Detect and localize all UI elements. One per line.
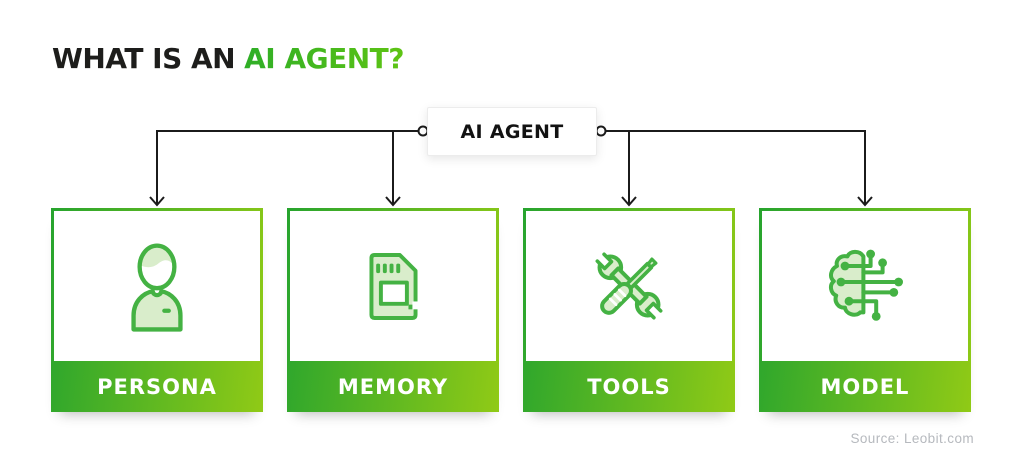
connector-right [606, 130, 866, 204]
brain-circuit-icon [828, 249, 903, 321]
ai-agent-label: AI AGENT [460, 120, 564, 143]
card-persona-body [54, 211, 260, 361]
screwdriver [600, 257, 658, 315]
arrowhead-tools [621, 196, 637, 207]
card-model: MODEL [759, 208, 971, 412]
arrowhead-persona [149, 196, 165, 207]
connector-dot-right [595, 125, 607, 137]
card-model-label: MODEL [820, 374, 910, 399]
title-highlight: AI AGENT? [244, 42, 404, 75]
person-icon [131, 243, 183, 332]
card-memory: MEMORY [287, 208, 499, 412]
card-persona: PERSONA [51, 208, 263, 412]
card-persona-label: PERSONA [97, 374, 217, 399]
arrowhead-memory [385, 196, 401, 207]
connector-left [156, 130, 418, 204]
card-model-body [762, 211, 968, 361]
ai-agent-node: AI AGENT [427, 107, 597, 156]
cards-row: PERSONA MEMORY [51, 208, 971, 412]
memory-card-icon [368, 252, 419, 320]
arrowhead-model [857, 196, 873, 207]
card-tools-label: TOOLS [587, 374, 671, 399]
card-tools: TOOLS [523, 208, 735, 412]
title-prefix: WHAT IS AN [52, 42, 236, 75]
card-tools-body [526, 211, 732, 361]
source-credit: Source: Leobit.com [850, 431, 974, 446]
card-memory-label: MEMORY [337, 374, 449, 399]
card-memory-body [290, 211, 496, 361]
wrench-screwdriver-icon [595, 252, 663, 320]
